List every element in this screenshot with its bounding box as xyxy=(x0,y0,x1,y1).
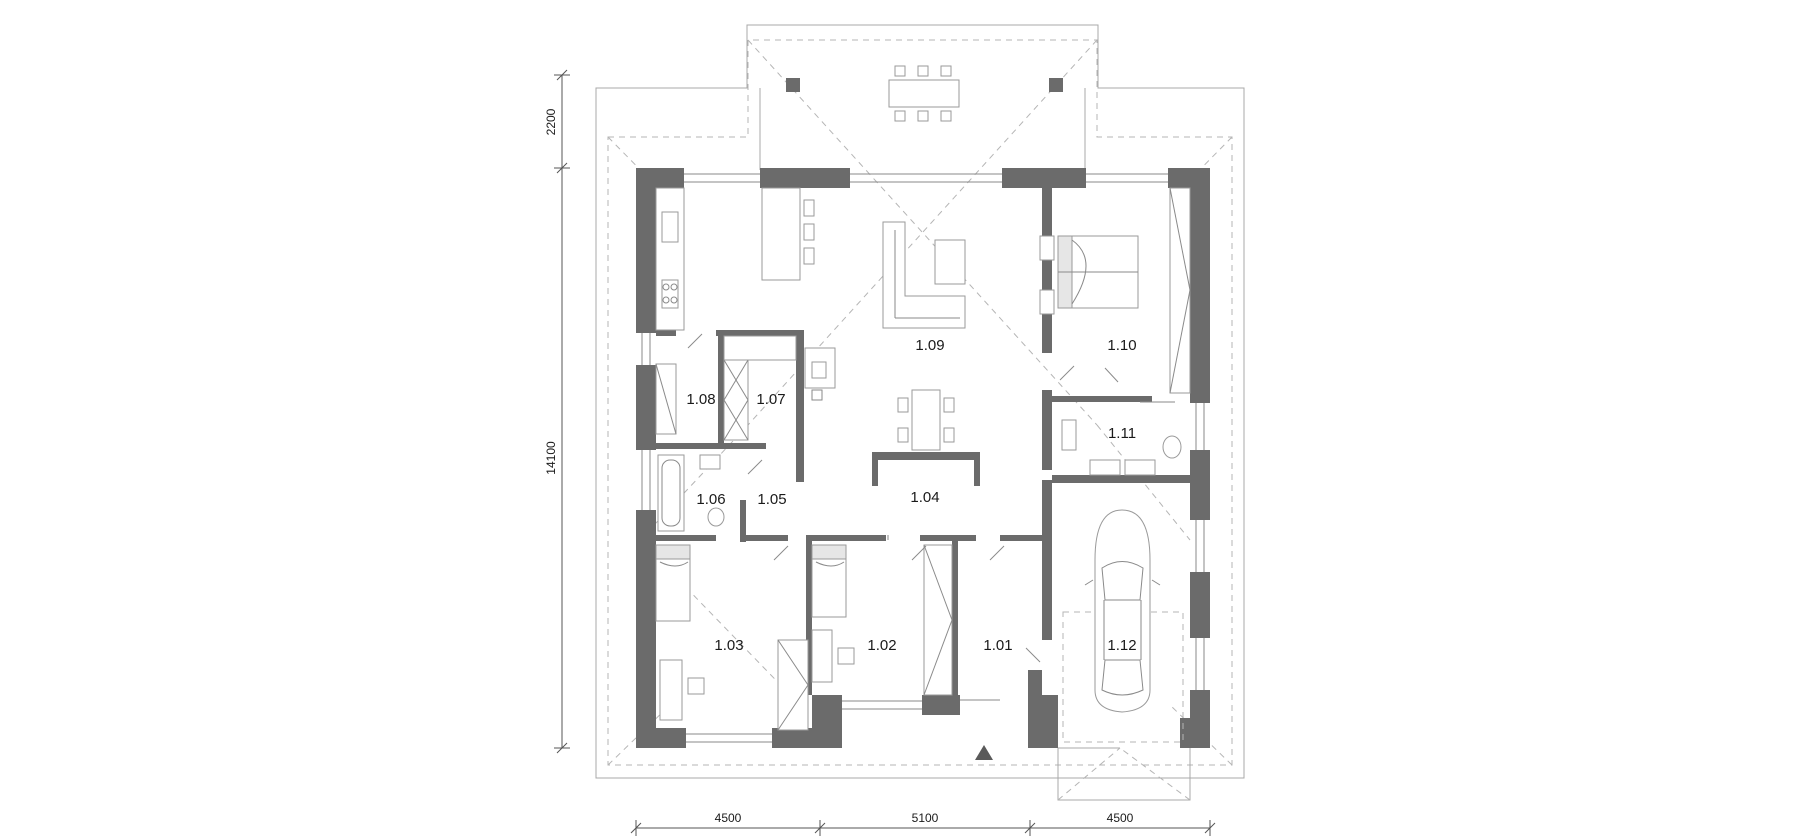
room-label-1-01: 1.01 xyxy=(983,637,1012,654)
walls xyxy=(636,168,1210,748)
coffee-table xyxy=(934,239,966,285)
windows xyxy=(641,173,1205,743)
room-label-1-08: 1.08 xyxy=(686,391,715,408)
room-label-1-06: 1.06 xyxy=(696,491,725,508)
kitchen xyxy=(655,187,815,331)
dimensions-bottom: 4500 5100 4500 xyxy=(630,811,1216,836)
dining-table xyxy=(911,389,941,451)
desk xyxy=(659,659,683,721)
room-label-1-07: 1.07 xyxy=(756,391,785,408)
room-label-1-05: 1.05 xyxy=(757,491,786,508)
kitchen-island xyxy=(761,187,801,281)
triangle-up-icon xyxy=(975,745,993,760)
terrace xyxy=(786,65,1063,122)
cooktop-icon xyxy=(661,279,679,309)
wardrobe xyxy=(923,544,953,696)
terrace-table xyxy=(888,79,960,108)
wardrobe xyxy=(1169,187,1191,394)
living-room xyxy=(804,221,966,451)
dimension-left-terrace: 2200 xyxy=(544,108,558,135)
room-label-1-03: 1.03 xyxy=(714,637,743,654)
dimension-left-total: 14100 xyxy=(544,441,558,475)
bedroom-1-10 xyxy=(1039,187,1191,394)
doors xyxy=(687,333,1119,701)
garage xyxy=(1057,509,1191,801)
storage xyxy=(655,335,797,441)
room-label-1-09: 1.09 xyxy=(915,337,944,354)
sink-icon xyxy=(661,211,679,243)
car-icon xyxy=(1084,509,1161,713)
bathroom-1-11 xyxy=(1061,401,1182,476)
dimension-bottom-3: 4500 xyxy=(1107,811,1134,825)
dimensions-left: 2200 14100 xyxy=(544,69,570,754)
toilet-icon xyxy=(707,507,725,527)
dimension-bottom-1: 4500 xyxy=(715,811,742,825)
room-labels: 1.09 1.10 1.08 1.07 1.11 1.06 1.05 1.04 … xyxy=(686,337,1136,654)
toilet-icon xyxy=(1162,435,1182,459)
room-label-1-10: 1.10 xyxy=(1107,337,1136,354)
dimension-bottom-2: 5100 xyxy=(912,811,939,825)
bedroom-1-02 xyxy=(811,544,953,696)
bedroom-1-03 xyxy=(655,544,809,731)
room-label-1-12: 1.12 xyxy=(1107,637,1136,654)
room-label-1-04: 1.04 xyxy=(910,489,939,506)
room-label-1-11: 1.11 xyxy=(1108,425,1136,442)
wardrobe xyxy=(777,639,809,731)
desk xyxy=(811,629,833,683)
bathroom-1-06 xyxy=(657,454,725,532)
room-label-1-02: 1.02 xyxy=(867,637,896,654)
sofa xyxy=(882,221,966,329)
